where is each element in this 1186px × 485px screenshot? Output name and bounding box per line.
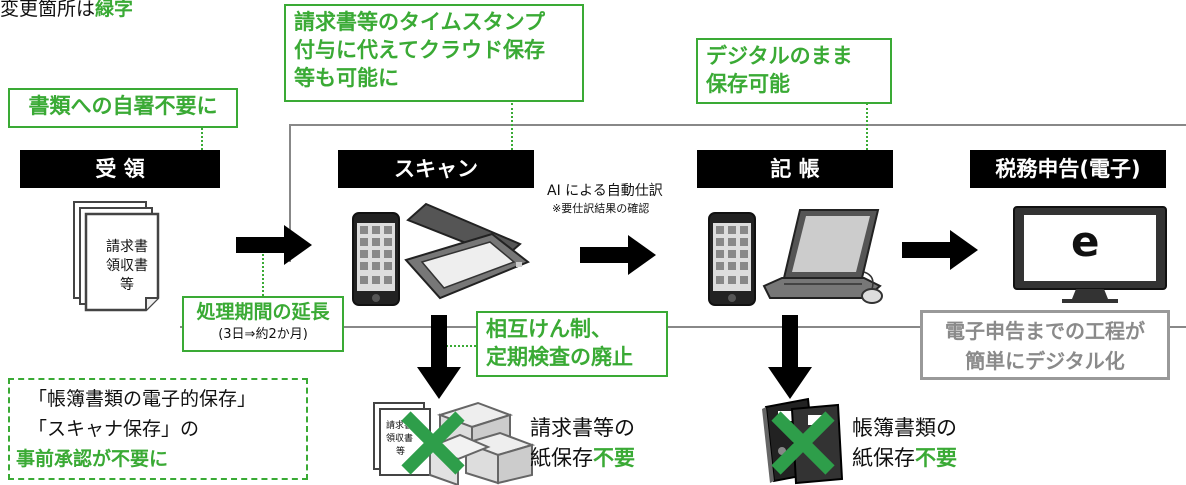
callout-period-extension: 処理期間の延長 (3日⇒約2か月)	[182, 296, 344, 352]
arrow-down-icon	[417, 315, 461, 399]
callout-digital-line2: 保存可能	[706, 72, 790, 96]
callout-digitalization-line1: 電子申告までの工程が	[945, 319, 1145, 343]
doc-stack-line2: 領収書	[106, 258, 148, 274]
connector-mutual	[434, 345, 476, 347]
paper-books-prefix: 紙保存	[852, 446, 915, 470]
callout-timestamp-line2: 付与に代えてクラウド保存	[294, 38, 545, 62]
callout-timestamp-line3: 等も可能に	[294, 66, 399, 90]
callout-digitalization: 電子申告までの工程が 簡単にデジタル化	[920, 310, 1170, 380]
x-mark-icon	[401, 411, 465, 475]
connector-period	[262, 254, 264, 296]
step-bookkeeping: 記 帳	[697, 150, 893, 188]
approval-line3: 事前承認が不要に	[16, 448, 169, 470]
step-tax-filing: 税務申告(電子)	[970, 150, 1166, 188]
callout-digital-storage: デジタルのまま 保存可能	[696, 38, 892, 104]
paper-invoice-line1: 請求書等の	[530, 416, 635, 440]
x-mark-icon	[771, 411, 835, 475]
small-doc-line2: 領収書	[386, 434, 414, 444]
step-scan: スキャン	[338, 150, 534, 188]
approval-line1: 「帳簿書類の電子的保存」	[28, 388, 257, 410]
connector-digital	[866, 103, 868, 158]
laptop-icon	[762, 209, 883, 304]
connector-signature	[201, 128, 203, 158]
doc-stack-line3: 等	[120, 277, 134, 293]
paper-books-line2: 紙保存不要	[852, 442, 957, 472]
callout-mutual-line2: 定期検査の廃止	[486, 345, 633, 369]
document-stack-icon	[73, 201, 160, 312]
step-receive: 受 領	[20, 150, 220, 188]
approval-line2: 「スキャナ保存」の	[28, 418, 200, 440]
ai-label-line1: AI による自動仕訳	[547, 183, 663, 199]
arrow-right-icon	[236, 225, 312, 265]
smartphone-icon	[708, 212, 756, 306]
scanner-icon	[404, 202, 530, 300]
e-tax-letter: e	[1071, 217, 1100, 266]
paper-books-highlight: 不要	[915, 446, 957, 470]
ai-label-line2: ※要仕訳結果の確認	[552, 202, 650, 215]
callout-timestamp-line1: 請求書等のタイムスタンプ	[294, 10, 545, 34]
callout-mutual-line1: 相互けん制、	[486, 317, 612, 341]
callout-timestamp: 請求書等のタイムスタンプ 付与に代えてクラウド保存 等も可能に	[284, 4, 584, 102]
paper-invoice-line2: 紙保存不要	[530, 442, 635, 472]
callout-no-signature-text: 書類への自署不要に	[28, 94, 218, 118]
smartphone-icon	[352, 212, 400, 306]
callout-digital-line1: デジタルのまま	[706, 44, 853, 68]
arrow-right-icon	[902, 230, 978, 270]
callout-digitalization-line2: 簡単にデジタル化	[965, 349, 1125, 373]
small-doc-line3: 等	[396, 447, 406, 457]
monitor-icon	[1013, 206, 1167, 303]
paper-books-line1: 帳簿書類の	[852, 416, 957, 440]
small-doc-line1: 請求書	[386, 421, 414, 431]
callout-period-sub: (3日⇒約2か月)	[218, 327, 308, 342]
connector-timestamp	[511, 103, 513, 158]
header-highlight: 緑字	[95, 0, 134, 20]
paper-invoice-highlight: 不要	[593, 446, 635, 470]
callout-mutual-check: 相互けん制、 定期検査の廃止	[476, 311, 668, 377]
arrow-right-icon	[580, 235, 656, 275]
header-note: 変更箇所は緑字	[0, 0, 133, 21]
callout-period-title: 処理期間の延長	[196, 301, 330, 323]
paper-invoice-prefix: 紙保存	[530, 446, 593, 470]
callout-no-signature: 書類への自署不要に	[8, 88, 238, 128]
approval-box	[8, 378, 308, 480]
arrow-down-icon	[768, 315, 812, 399]
doc-stack-line1: 請求書	[106, 239, 148, 255]
header-prefix: 変更箇所は	[0, 0, 96, 20]
